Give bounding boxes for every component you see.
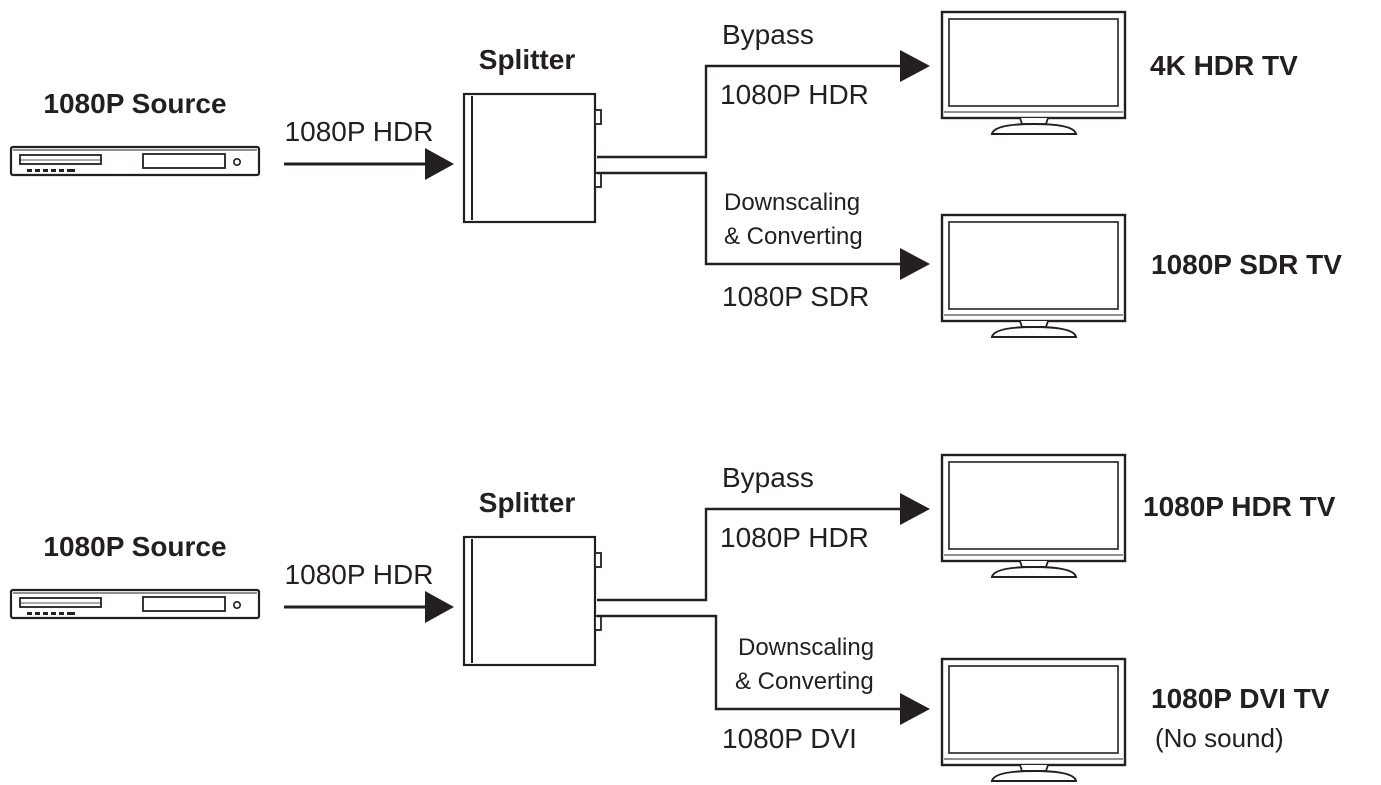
splitter-box-icon	[462, 535, 603, 667]
convert-mode-label-line2: & Converting	[735, 668, 874, 695]
bottom-tv-icon	[940, 213, 1127, 339]
bypass-arrowhead-icon	[900, 493, 930, 525]
diagram-top: 1080P Source 1080P HDR Splitter Bypass 1…	[9, 10, 1342, 339]
bypass-mode-label: Bypass	[722, 462, 814, 493]
splitter-label: Splitter	[479, 44, 576, 75]
convert-path-line	[597, 614, 902, 711]
source-label: 1080P Source	[43, 531, 226, 562]
input-arrowhead-icon	[425, 591, 454, 623]
convert-arrowhead-icon	[900, 248, 930, 280]
top-tv-icon	[940, 10, 1127, 136]
bottom-tv-icon	[940, 657, 1127, 783]
source-player-icon	[9, 145, 261, 177]
bottom-tv-note: (No sound)	[1155, 723, 1284, 753]
bypass-arrowhead-icon	[900, 50, 930, 82]
splitter-label: Splitter	[479, 487, 576, 518]
bottom-tv-label: 1080P SDR TV	[1151, 249, 1342, 280]
bypass-mode-label: Bypass	[722, 19, 814, 50]
diagram-bottom: 1080P Source 1080P HDR Splitter Bypass 1…	[9, 453, 1336, 783]
source-player-icon	[9, 588, 261, 620]
top-tv-label: 1080P HDR TV	[1143, 491, 1336, 522]
bypass-signal-label: 1080P HDR	[720, 522, 869, 553]
bypass-path-line	[597, 64, 902, 159]
bypass-path-line	[597, 507, 902, 602]
input-signal-label: 1080P HDR	[285, 116, 434, 147]
convert-arrowhead-icon	[900, 693, 930, 725]
top-tv-icon	[940, 453, 1127, 579]
convert-signal-label: 1080P DVI	[722, 723, 857, 754]
convert-mode-label-line2: & Converting	[724, 223, 863, 250]
splitter-box-icon	[462, 92, 603, 224]
top-tv-label: 4K HDR TV	[1150, 50, 1298, 81]
convert-mode-label-line1: Downscaling	[738, 634, 874, 661]
convert-mode-label-line1: Downscaling	[724, 189, 860, 216]
convert-signal-label: 1080P SDR	[722, 281, 869, 312]
input-signal-label: 1080P HDR	[285, 559, 434, 590]
convert-path-line	[597, 171, 902, 266]
bottom-tv-label: 1080P DVI TV	[1151, 683, 1330, 714]
input-arrowhead-icon	[425, 148, 454, 180]
bypass-signal-label: 1080P HDR	[720, 79, 869, 110]
source-label: 1080P Source	[43, 88, 226, 119]
